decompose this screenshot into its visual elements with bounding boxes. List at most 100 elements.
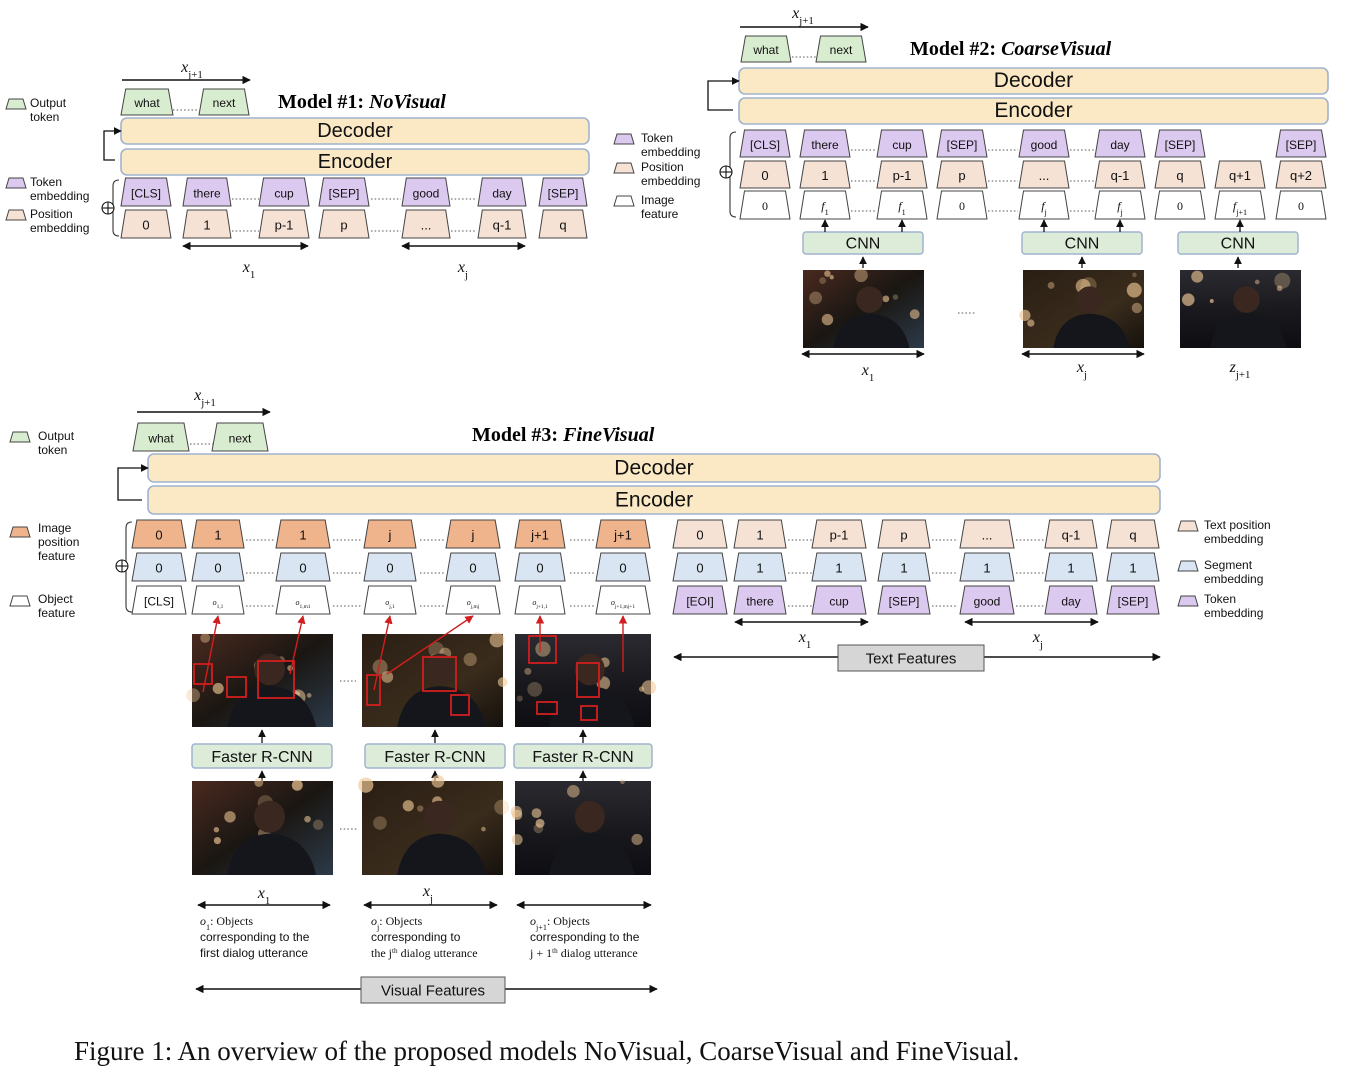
token-1-shape (182, 177, 232, 207)
region-box-1c (257, 660, 295, 699)
image-position-5-shape (514, 519, 566, 549)
token-5-label: day (492, 187, 511, 201)
image-position-6-label: j+1 (613, 528, 632, 543)
position-1: 1 (182, 209, 232, 239)
text-segment-4-shape (959, 552, 1015, 582)
decoder-bar: Decoder (120, 117, 590, 145)
legend-object-text-line-1: feature (38, 606, 76, 620)
input-frame-x1 (192, 778, 333, 875)
decoder-bar-label: Decoder (614, 457, 693, 480)
input-frame-xj-body (397, 833, 487, 875)
cnn-box-0: CNN (802, 231, 924, 255)
frame-zj1-body (1210, 313, 1287, 348)
position-2-label: p-1 (893, 168, 912, 183)
visual-segment-3-shape (363, 552, 417, 582)
region-box-1a (193, 663, 213, 685)
position-1-shape (799, 160, 851, 189)
detected-frame-x1 (186, 633, 333, 727)
image-position-1-label: 1 (214, 528, 221, 543)
image-position-6-shape (595, 519, 651, 549)
input-frame-x1-light (312, 819, 324, 830)
text-position-3-label: p (900, 528, 907, 543)
token-2-shape (258, 177, 310, 207)
text-segment-4: 1 (959, 552, 1015, 582)
object-link-arrow-2 (373, 615, 393, 691)
detected-frame-x1-light (212, 682, 224, 694)
frame-x1-light (892, 294, 899, 300)
object-feature-0: [CLS] (131, 585, 187, 615)
image-feature-7-shape (1214, 190, 1266, 220)
object-link-arrow-1 (289, 615, 306, 675)
token-2-shape (876, 129, 928, 158)
text-position-1-shape (733, 519, 787, 549)
object-feature-5-shape (514, 585, 566, 615)
image-feature-7-label: fj+1 (1233, 199, 1247, 217)
input-frame-x1-light (213, 826, 220, 833)
image-position-2: 1 (275, 519, 331, 549)
token-1-label: there (811, 138, 839, 152)
output-token-next-label: next (229, 432, 252, 446)
position-6-label: q (559, 218, 566, 233)
object-note-1-line-1: corresponding to (371, 930, 461, 944)
image-position-4-label: j (471, 528, 475, 543)
token-4: good (1018, 129, 1070, 158)
model3-title: Model #3: FineVisual (472, 424, 655, 446)
image-feature-5-label: fj (1117, 199, 1123, 217)
image-feature-3: 0 (936, 190, 988, 220)
legend-token-text-line-1: embedding (1204, 606, 1263, 620)
frame-zj1-light (1209, 299, 1214, 304)
visual-segment-4-shape (445, 552, 501, 582)
input-frame-x1-face (254, 800, 286, 833)
text-token-6-shape (1106, 585, 1160, 615)
detector-box-2: Faster R-CNN (513, 743, 653, 769)
position-1-shape (182, 209, 232, 239)
image-feature-1-shape (799, 190, 851, 220)
output-token-what-shape (120, 88, 174, 116)
visual-segment-6-shape (595, 552, 651, 582)
encoder-bar-box (120, 148, 590, 176)
object-link-arrow-0 (202, 615, 221, 693)
token-3-shape (936, 129, 988, 158)
image-feature-1-label: f1 (821, 199, 828, 217)
legend-token-icon (1177, 595, 1199, 607)
frame-xj (1019, 270, 1144, 348)
image-feature-8: 0 (1275, 190, 1327, 220)
object-note-1-line-2: the jth dialog utterance (371, 946, 478, 960)
position-6: q (538, 209, 588, 239)
sum-operator (101, 201, 115, 215)
text-token-0-label: [EOI] (686, 595, 713, 609)
detector-box-2-box (513, 743, 653, 769)
position-7-shape (1214, 160, 1266, 189)
object-feature-3-label: oj,1 (385, 598, 395, 610)
image-position-1-shape (191, 519, 245, 549)
token-4-shape (401, 177, 451, 207)
region-box-jc (450, 694, 470, 716)
legend-output-icon (9, 431, 31, 443)
legend-image-position-text-line-0: Image (38, 521, 72, 535)
image-position-5: j+1 (514, 519, 566, 549)
detected-frame-xj1-face (574, 653, 605, 686)
position-8-label: q+2 (1290, 168, 1312, 183)
position-7: q+1 (1214, 160, 1266, 189)
visual-segment-4: 0 (445, 552, 501, 582)
position-2-label: p-1 (275, 218, 294, 233)
input-frame-xj-light (358, 777, 374, 793)
token-2-label: cup (892, 138, 912, 152)
position-4-label: ... (1039, 168, 1050, 183)
text-segment-0-shape (672, 552, 728, 582)
text-position-6-shape (1106, 519, 1160, 549)
image-span-xj-label: xj (422, 883, 433, 905)
image-feature-4-label: fj (1041, 199, 1047, 217)
image-span-xj-label: xj (1076, 359, 1087, 381)
image-position-0: 0 (131, 519, 187, 549)
text-segment-5: 1 (1044, 552, 1098, 582)
frame-x1-light (854, 268, 868, 283)
input-frame-x1-light (224, 811, 236, 823)
object-link-arrow-3 (386, 615, 474, 675)
visual-segment-5-shape (514, 552, 566, 582)
position-5-label: q-1 (493, 218, 512, 233)
token-7-label: [SEP] (1286, 138, 1317, 152)
legend-token-text-line-0: Token (1204, 592, 1236, 606)
object-note-2-line-2: j + 1th dialog utterance (529, 946, 638, 960)
detector-box-1: Faster R-CNN (364, 743, 506, 769)
